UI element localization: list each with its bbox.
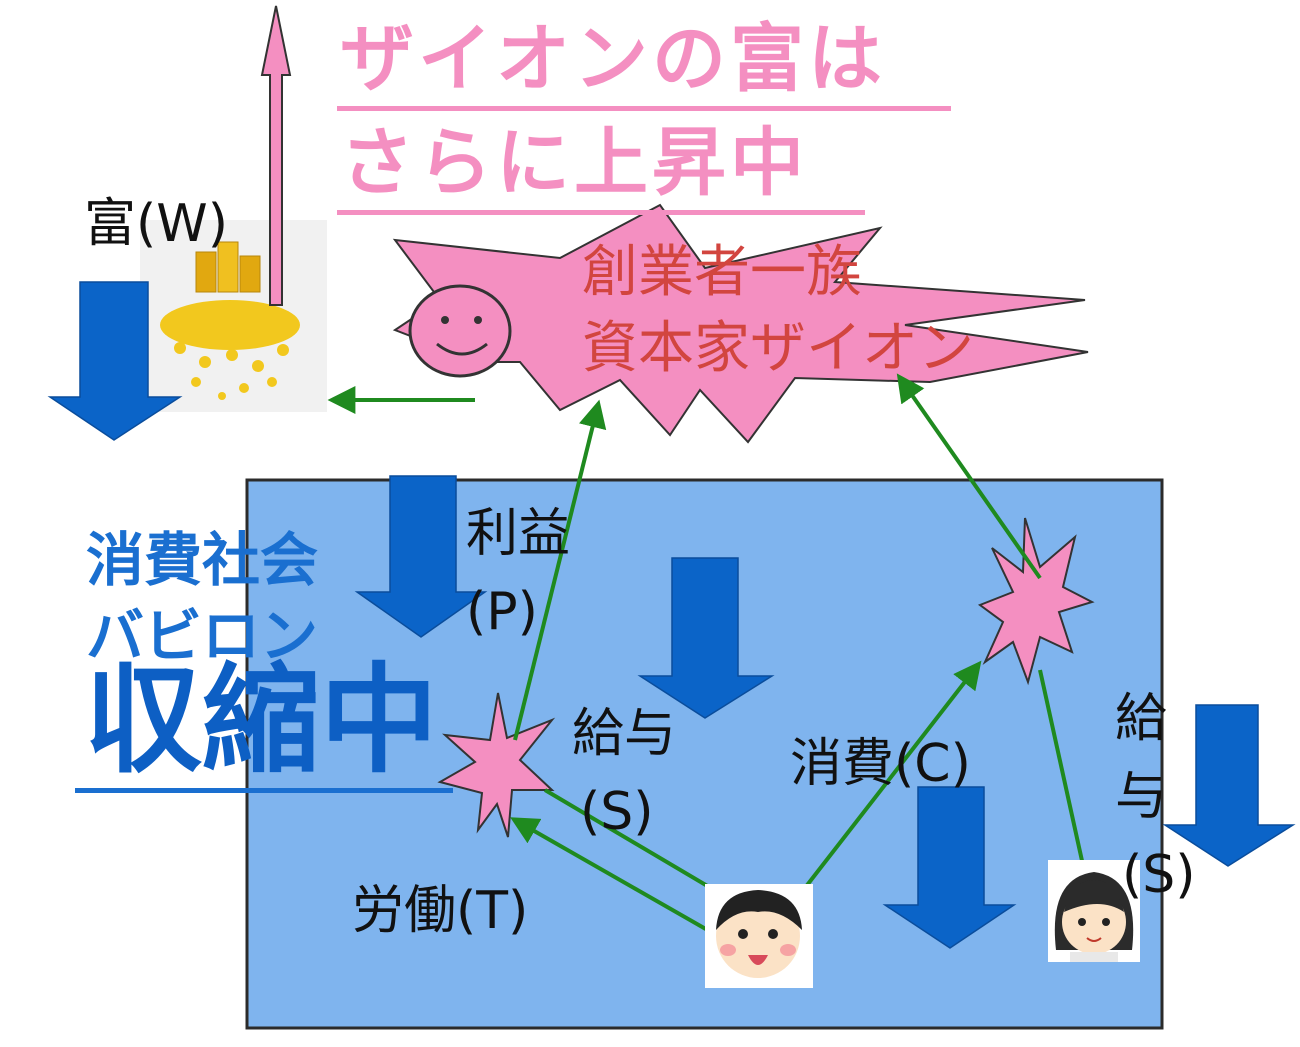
smiley-face-icon — [408, 284, 512, 378]
headline-underline-2 — [337, 210, 865, 215]
company-starburst-right — [977, 517, 1095, 686]
company-starburst-left — [437, 692, 556, 838]
consumption-label: 消費(C) — [790, 734, 971, 794]
wealth-label: 富(W) — [84, 194, 228, 254]
flow-arrow-consumption — [778, 660, 982, 922]
salary-right-label-line1: 給 — [1115, 689, 1168, 749]
labor-label: 労働(T) — [352, 881, 529, 941]
society-label-line1: 消費社会 — [86, 526, 319, 594]
boy-worker-icon — [705, 884, 813, 988]
founder-label-line2: 資本家ザイオン — [582, 316, 974, 381]
down-arrow-icon — [354, 475, 488, 638]
headline-underline-1 — [337, 106, 951, 111]
woman-worker-icon — [1048, 860, 1140, 962]
headline-line2: さらに上昇中 — [340, 120, 808, 206]
wealth-up-arrow — [260, 5, 292, 306]
salary-left-label-line2: (S) — [580, 782, 654, 842]
profit-label-line1: 利益 — [466, 504, 571, 564]
salary-right-label-line3: (S) — [1122, 845, 1196, 905]
founder-label-line1: 創業者一族 — [582, 240, 862, 305]
salary-right-label-line2: 与 — [1115, 767, 1168, 827]
headline-line1: ザイオンの富は — [340, 16, 886, 102]
down-arrow-icon — [637, 557, 775, 719]
status-underline — [75, 788, 453, 793]
profit-label-line2: (P) — [466, 582, 538, 642]
flow-arrow-salary-right — [1038, 669, 1097, 894]
down-arrow-icon — [882, 786, 1017, 949]
down-arrow-icon — [1162, 704, 1296, 867]
gold-coins-icon — [140, 220, 327, 412]
flow-arrow-to-founder — [896, 373, 1042, 580]
salary-left-label-line1: 給与 — [572, 704, 677, 764]
status-label: 収縮中 — [84, 651, 439, 789]
society-label-line2: バビロン — [86, 602, 319, 670]
down-arrow-icon — [47, 281, 183, 441]
flow-arrow-profit — [513, 399, 607, 741]
